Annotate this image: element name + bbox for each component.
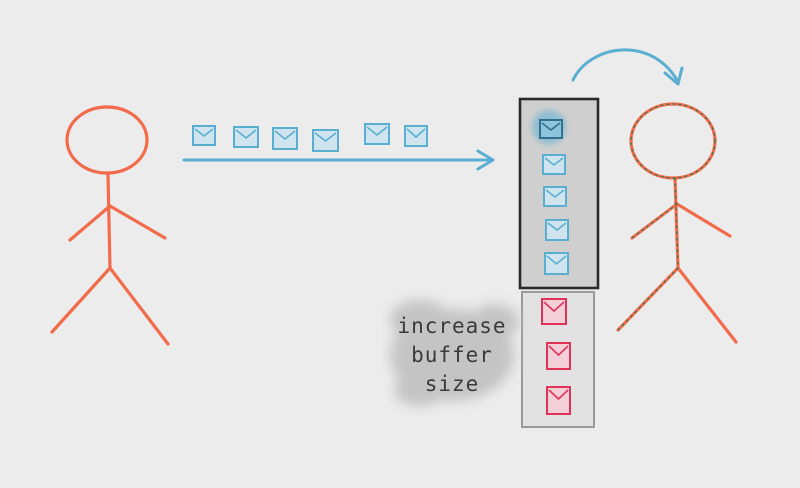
annotation-text: increase buffer size xyxy=(392,305,512,405)
envelope-icon xyxy=(545,219,569,241)
envelope-icon xyxy=(192,125,216,146)
extended-buffer xyxy=(521,291,595,428)
annotation-cloud xyxy=(390,300,519,406)
annotation-line: increase xyxy=(397,313,507,338)
envelope-icon xyxy=(404,125,428,147)
envelope-icon xyxy=(546,342,571,370)
envelope-icon xyxy=(546,386,571,415)
sender-figure xyxy=(50,105,170,346)
in-transit-messages xyxy=(192,123,428,152)
envelope-icon xyxy=(312,129,339,152)
envelope-icon xyxy=(233,126,259,148)
receiver-figure xyxy=(616,102,738,344)
annotation-line: size xyxy=(424,371,480,396)
envelope-icon xyxy=(543,186,567,207)
flow-arrow-icon xyxy=(182,149,495,171)
envelope-icon xyxy=(542,154,566,175)
envelope-icon xyxy=(364,123,390,145)
annotation-line: buffer xyxy=(411,342,493,367)
envelope-icon xyxy=(539,119,563,139)
envelope-icon xyxy=(541,298,567,325)
message-buffer xyxy=(518,97,600,290)
curved-arrow-icon xyxy=(571,48,684,86)
envelope-icon xyxy=(272,127,298,150)
envelope-icon xyxy=(544,252,569,275)
